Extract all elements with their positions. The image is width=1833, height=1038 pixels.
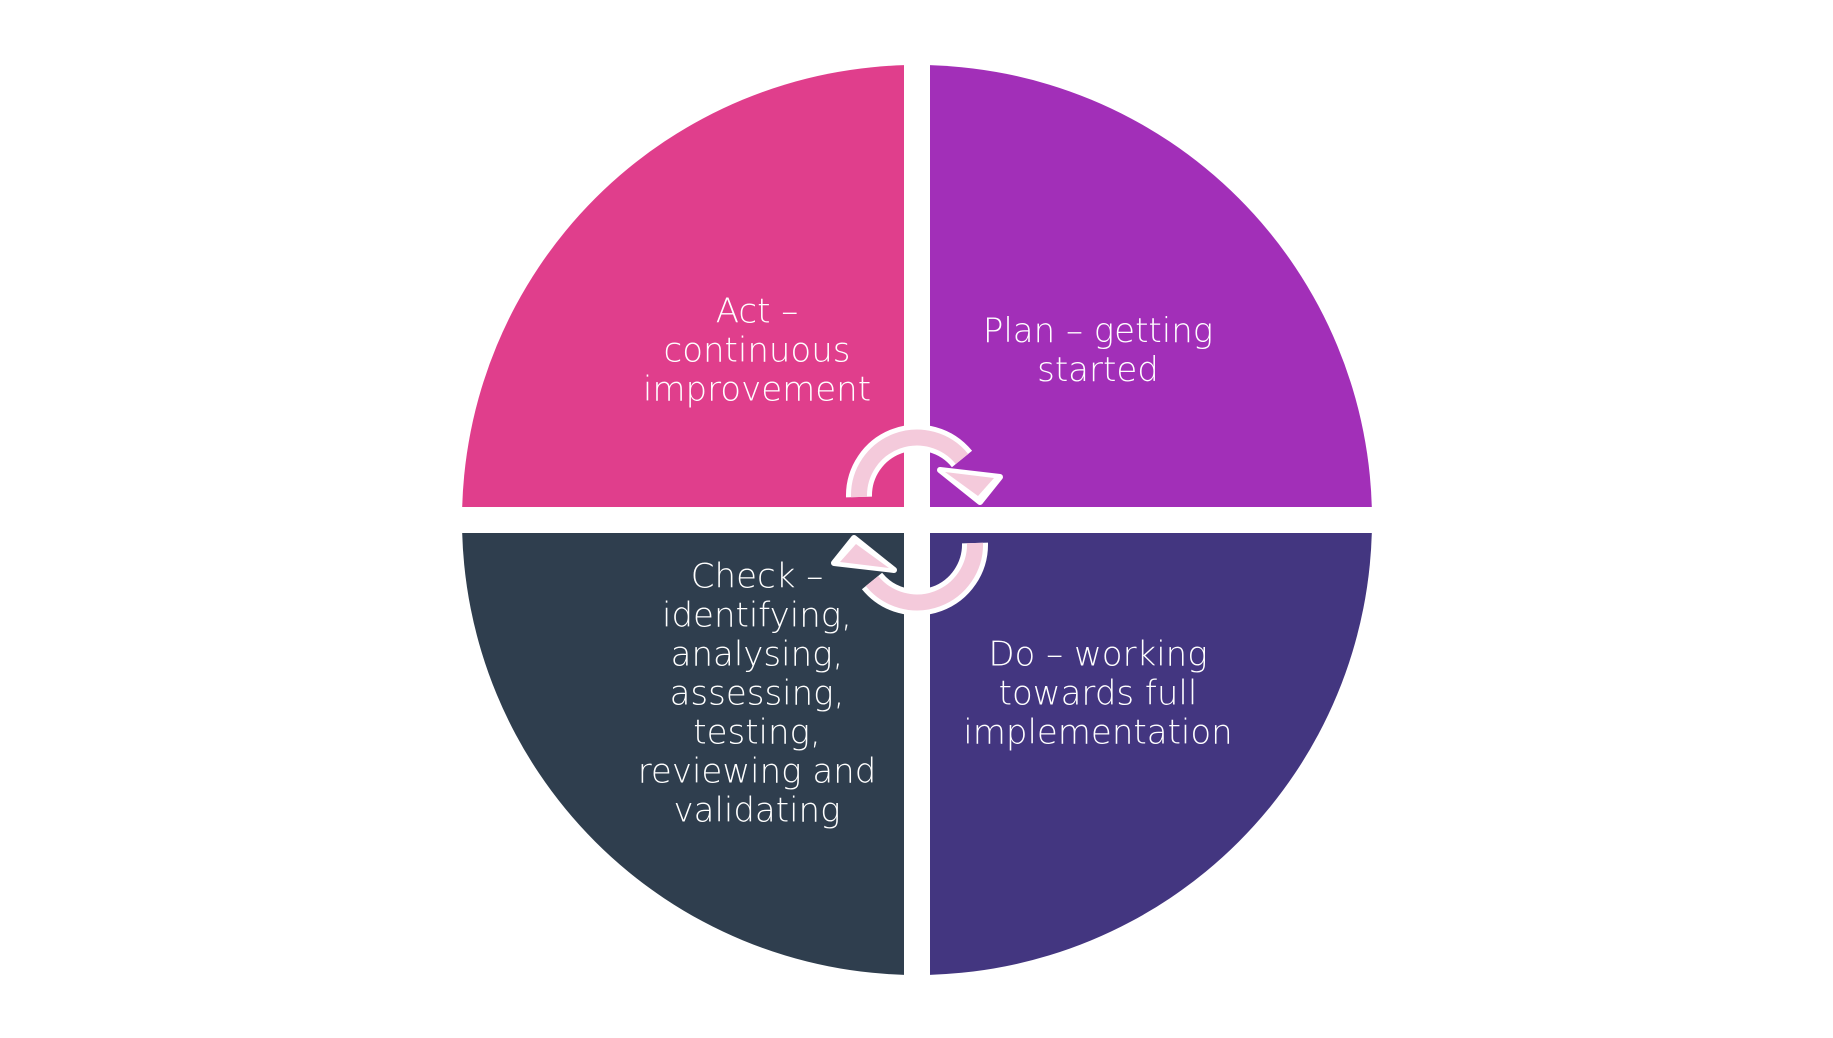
do-label: Do – working towards full implementation bbox=[963, 634, 1233, 753]
quadrant-do bbox=[930, 533, 1372, 975]
plan-label: Plan – getting started bbox=[982, 311, 1214, 390]
quadrant-act bbox=[462, 65, 904, 507]
quadrant-check bbox=[462, 533, 904, 975]
cycle-arrow-bottom-icon bbox=[831, 535, 988, 616]
check-label: Check – identifying, analysing, assessin… bbox=[637, 556, 877, 831]
cycle-arrow-top-icon bbox=[846, 424, 1003, 505]
quadrant-plan bbox=[930, 65, 1372, 507]
act-label: Act – continuous improvement bbox=[642, 291, 872, 410]
